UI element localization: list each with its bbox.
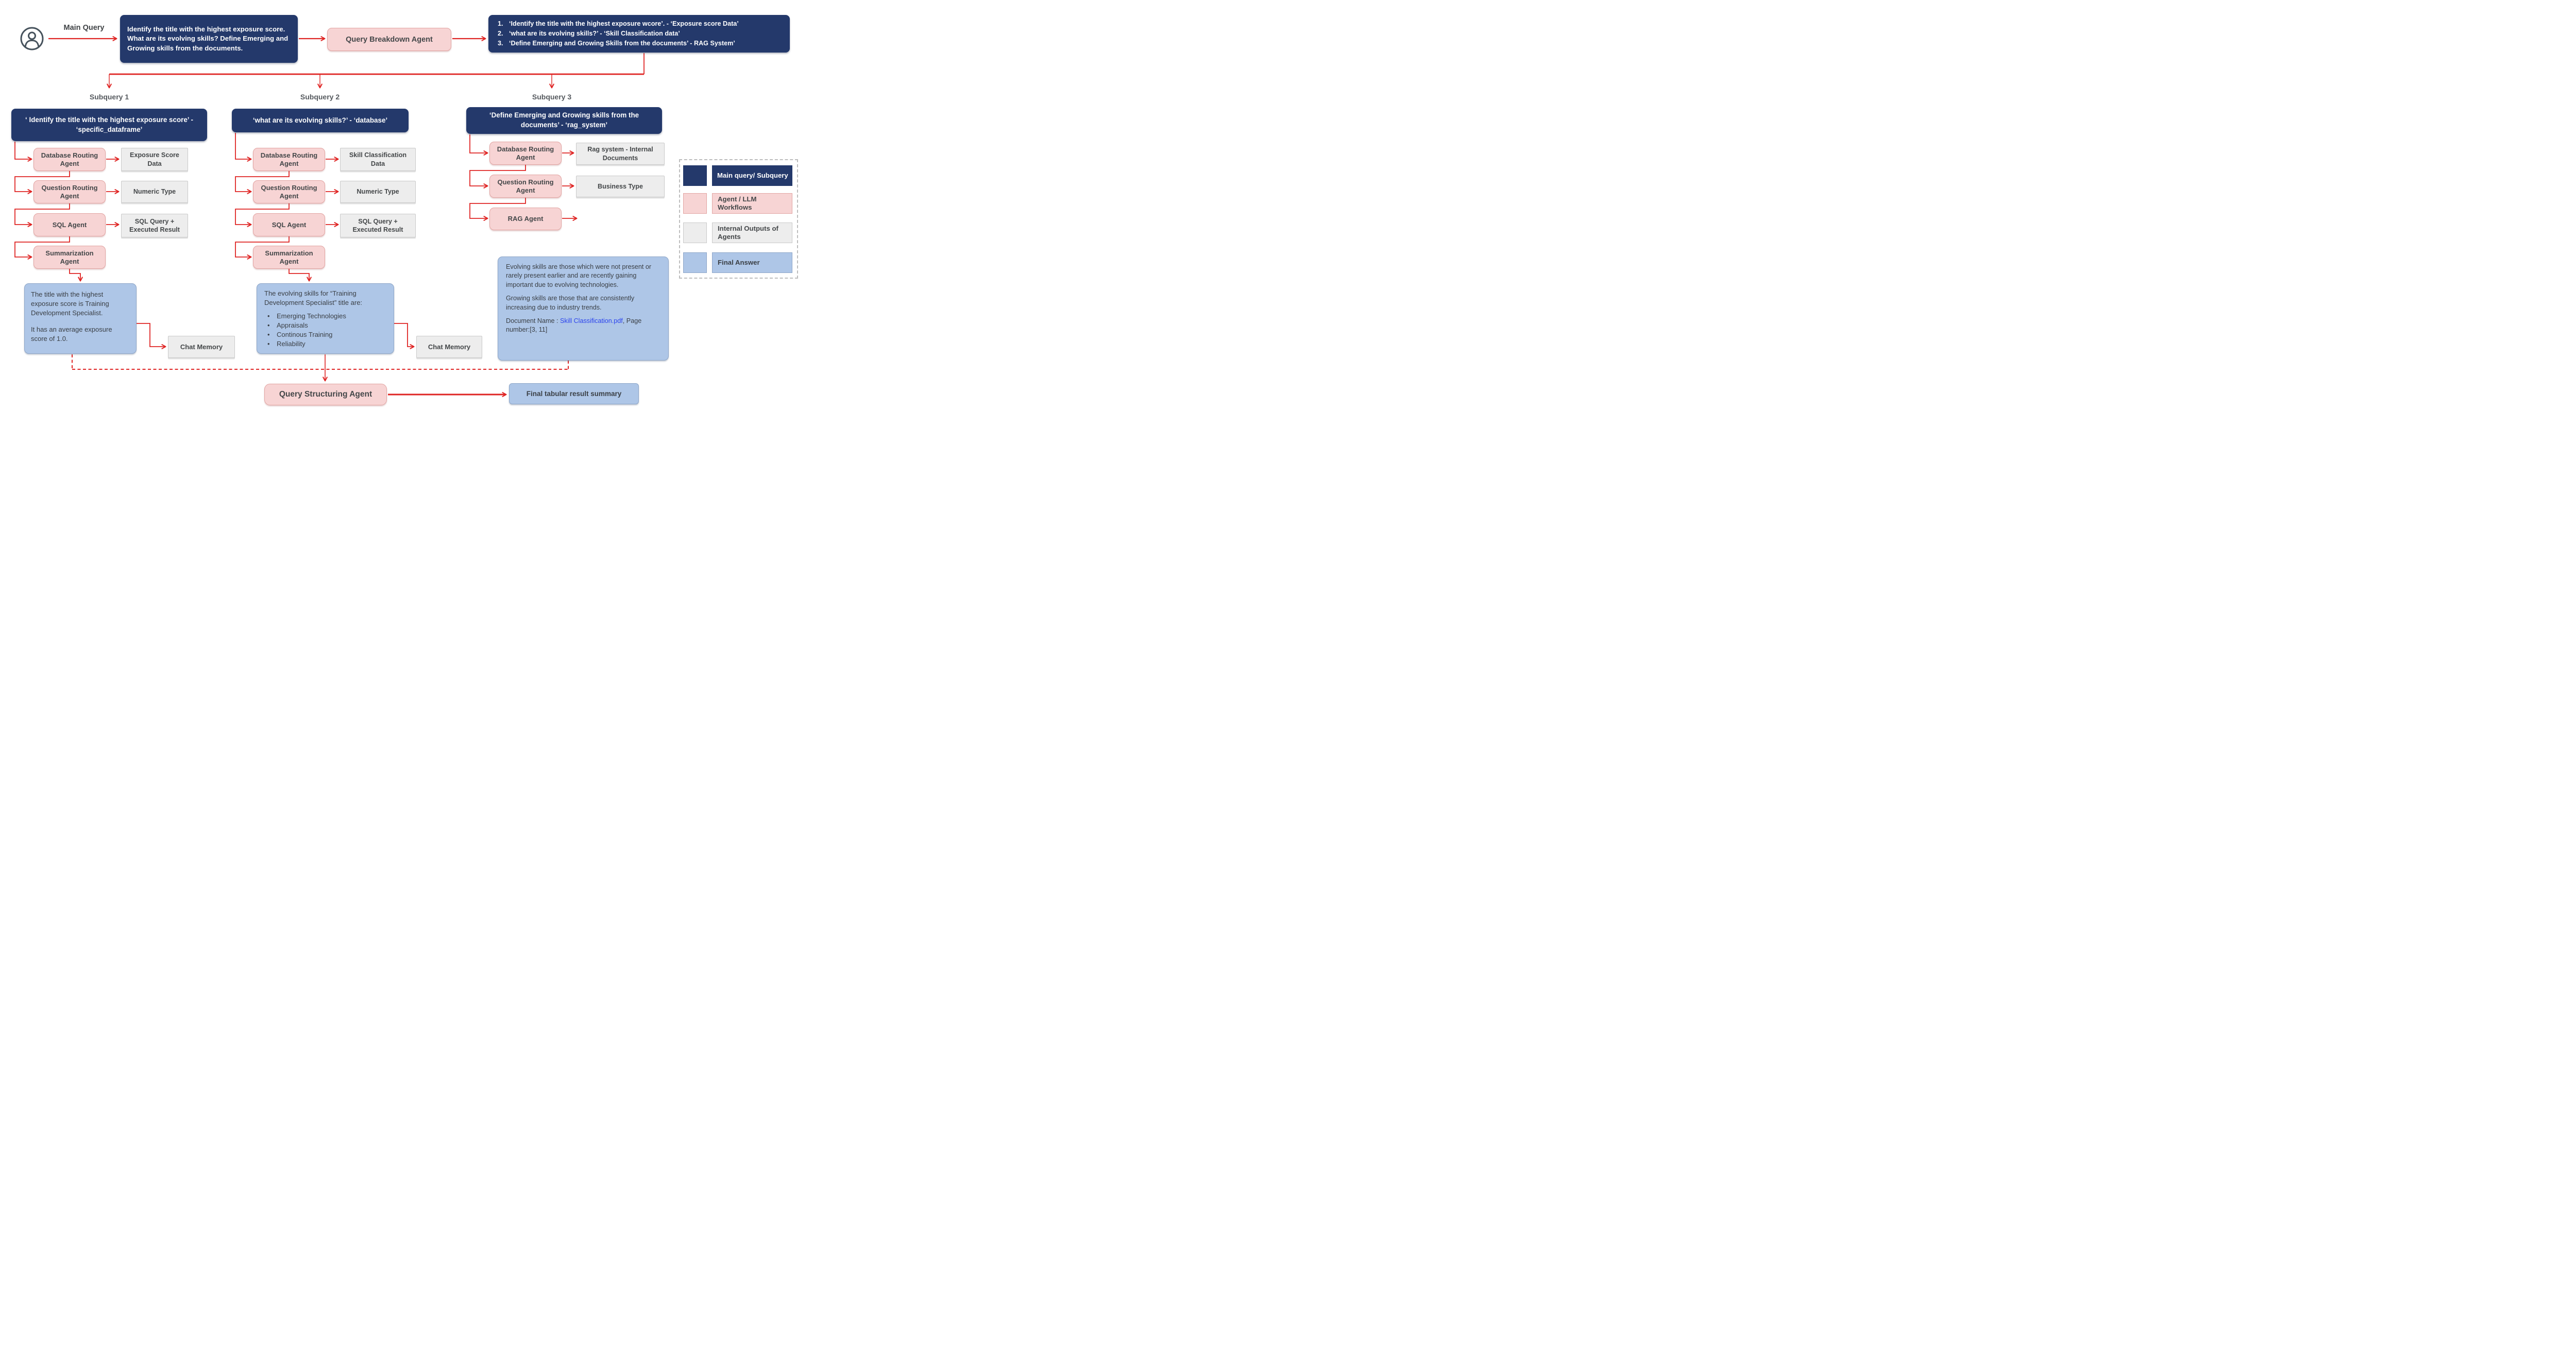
connector <box>469 165 526 189</box>
legend-label-main-query: Main query/ Subquery <box>712 165 792 186</box>
sq1-output-numeric-type: Numeric Type <box>121 181 188 203</box>
answer-bullet: Appraisals <box>264 321 308 330</box>
connector <box>289 269 312 282</box>
sq2-output-skill-classification-data: Skill Classification Data <box>340 148 416 171</box>
subquery2-query-box: ‘what are its evolving skills?’ - ‘datab… <box>232 109 409 132</box>
item-number: 3. <box>498 40 503 47</box>
answer-bullet: Emerging Technologies <box>264 312 346 321</box>
breakdown-item: 3. ‘Define Emerging and Growing Skills f… <box>498 39 781 48</box>
connector <box>14 171 70 194</box>
legend-swatch-internal-outputs <box>683 222 707 243</box>
connector <box>469 198 526 221</box>
item-text: ‘Define Emerging and Growing Skills from… <box>509 39 781 48</box>
sq2-output-sql-query-result: SQL Query + Executed Result <box>340 214 416 237</box>
connector <box>394 323 415 349</box>
workflow-diagram: Main Query Identify the title with the h… <box>0 0 808 419</box>
connector <box>235 236 290 260</box>
sq1-summarization-agent: Summarization Agent <box>33 246 106 269</box>
subquery1-query-box: ‘ Identify the title with the highest ex… <box>11 109 207 141</box>
connector <box>14 236 70 260</box>
sq1-chat-memory-box: Chat Memory <box>168 336 235 358</box>
item-text: ‘Identify the title with the highest exp… <box>509 19 781 29</box>
query-structuring-agent-box: Query Structuring Agent <box>264 384 387 405</box>
subquery2-connectors <box>235 133 415 382</box>
legend-swatch-final-answer <box>683 252 707 273</box>
sq1-output-exposure-score-data: Exposure Score Data <box>121 148 188 171</box>
main-query-box: Identify the title with the highest expo… <box>120 15 298 63</box>
connector <box>69 269 83 282</box>
query-breakdown-agent-box: Query Breakdown Agent <box>327 28 451 51</box>
connector <box>137 323 166 349</box>
sq3-output-business-type: Business Type <box>576 176 665 197</box>
legend: Main query/ Subquery Agent / LLM Workflo… <box>679 159 798 279</box>
dashed-feedback-connectors <box>72 354 569 370</box>
definitions-box: Evolving skills are those which were not… <box>498 256 669 361</box>
sq1-question-routing-agent: Question Routing Agent <box>33 180 106 203</box>
answer-bullet: Continous Training <box>264 330 332 339</box>
subquery3-title: Subquery 3 <box>532 93 572 101</box>
item-text-main: ‘Identify the title with the highest exp… <box>509 20 739 27</box>
top-flow-connectors <box>48 36 645 89</box>
breakdown-result-box: 1. ‘Identify the title with the highest … <box>488 15 790 53</box>
sq2-output-numeric-type: Numeric Type <box>340 181 416 203</box>
breakdown-item: 2. ‘what are its evolving skills?’ - ‘Sk… <box>498 29 781 39</box>
final-tabular-result-box: Final tabular result summary <box>509 383 639 404</box>
answer-bullet: Reliability <box>264 339 306 349</box>
answer-paragraph: It has an average exposure score of 1.0. <box>31 325 112 342</box>
connector <box>235 171 290 194</box>
item-number: 2. <box>498 29 503 37</box>
sq2-question-routing-agent: Question Routing Agent <box>253 180 325 203</box>
sq3-question-routing-agent: Question Routing Agent <box>489 175 562 198</box>
sq2-summarization-agent: Summarization Agent <box>253 246 325 269</box>
legend-label-final-answer: Final Answer <box>712 252 792 273</box>
item-text-bold: RAG System’ <box>693 40 735 47</box>
legend-swatch-main-query <box>683 165 707 186</box>
document-link[interactable]: Skill Classification.pdf <box>560 317 623 324</box>
item-text-main: ‘Define Emerging and Growing Skills from… <box>509 40 694 47</box>
sq1-sql-agent: SQL Agent <box>33 213 106 236</box>
legend-swatch-agent-workflows <box>683 193 707 214</box>
legend-label-agent-workflows: Agent / LLM Workflows <box>712 193 792 214</box>
sq3-rag-agent: RAG Agent <box>489 208 562 230</box>
connector <box>469 134 488 156</box>
user-icon <box>20 27 44 50</box>
connector <box>14 203 70 227</box>
subquery3-connectors <box>469 134 578 221</box>
sq2-sql-agent: SQL Agent <box>253 213 325 236</box>
legend-label-internal-outputs: Internal Outputs of Agents <box>712 222 792 243</box>
connector <box>235 133 252 162</box>
connector <box>235 203 290 227</box>
sq2-final-answer-box: The evolving skills for “Training Develo… <box>257 283 394 354</box>
answer-paragraph: The title with the highest exposure scor… <box>31 290 109 317</box>
connector-layer <box>14 36 645 397</box>
sq2-chat-memory-box: Chat Memory <box>416 336 482 358</box>
sq3-database-routing-agent: Database Routing Agent <box>489 142 562 165</box>
sq1-final-answer-box: The title with the highest exposure scor… <box>24 283 137 354</box>
answer-intro: The evolving skills for “Training Develo… <box>264 289 363 306</box>
subquery1-title: Subquery 1 <box>89 93 129 101</box>
breakdown-item: 1. ‘Identify the title with the highest … <box>498 19 781 29</box>
document-reference: Document Name : Skill Classification.pdf… <box>506 317 660 335</box>
subquery1-connectors <box>14 142 166 349</box>
sq1-output-sql-query-result: SQL Query + Executed Result <box>121 214 188 237</box>
item-text: ‘what are its evolving skills?’ - ‘Skill… <box>509 29 781 39</box>
item-number: 1. <box>498 20 503 27</box>
subquery3-query-box: ‘Define Emerging and Growing skills from… <box>466 107 662 134</box>
sq1-database-routing-agent: Database Routing Agent <box>33 148 106 171</box>
subquery2-title: Subquery 2 <box>300 93 340 101</box>
connector <box>14 142 32 162</box>
main-query-label: Main Query <box>63 24 105 32</box>
definitions-paragraph: Evolving skills are those which were not… <box>506 263 652 288</box>
definitions-paragraph: Growing skills are those that are consis… <box>506 295 635 311</box>
document-suffix: , Page number:[3, 11] <box>506 317 642 334</box>
sq2-database-routing-agent: Database Routing Agent <box>253 148 325 171</box>
item-text-main: ‘what are its evolving skills?’ - ‘Skill… <box>509 29 680 37</box>
document-label: Document Name : <box>506 317 560 324</box>
sq3-output-rag-system-internal-documents: Rag system - Internal Documents <box>576 143 665 165</box>
